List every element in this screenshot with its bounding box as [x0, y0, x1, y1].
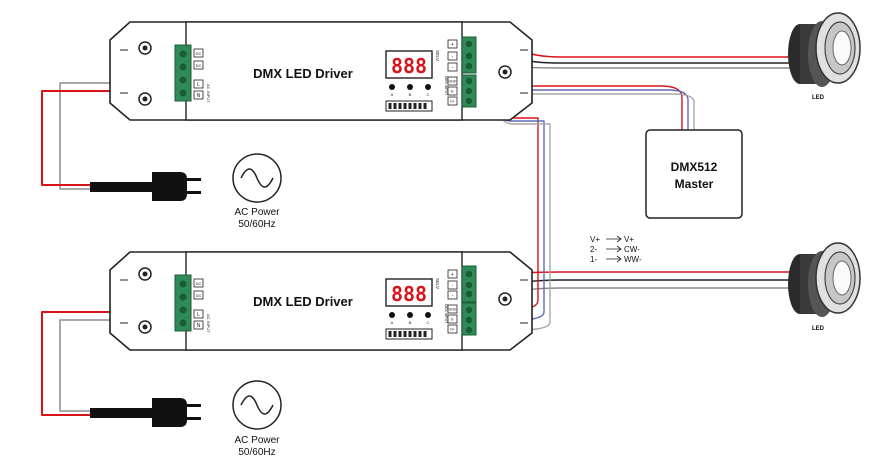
- button-a[interactable]: A: [389, 312, 395, 325]
- ac-power-label: AC Power: [234, 207, 280, 218]
- mapping-to: V+: [624, 235, 634, 244]
- power-plug-icon: [90, 172, 201, 201]
- ac-l-label: L: [197, 82, 200, 88]
- display-digits: 888: [391, 54, 427, 78]
- ac-input-label: AC INPUT: [206, 314, 211, 333]
- led-lamp-2: LED: [788, 242, 861, 332]
- button-c[interactable]: C: [425, 312, 431, 325]
- dc-label: DC: [196, 293, 202, 298]
- master-subtitle: Master: [675, 177, 714, 191]
- svg-text:A: A: [391, 320, 394, 325]
- output-minus-label: -: [452, 283, 454, 289]
- seven-segment-display: [385, 50, 433, 79]
- mapping-to: CW-: [624, 245, 640, 254]
- mount-slot: [120, 49, 528, 94]
- mount-hole-icon: [138, 92, 152, 106]
- svg-text:B: B: [409, 92, 412, 97]
- dc-label: DC: [196, 51, 202, 56]
- dmx-input-label: DMX INPUT: [444, 76, 448, 96]
- button-c[interactable]: C: [425, 84, 431, 97]
- svg-text:C: C: [427, 92, 430, 97]
- seven-segment-display: [385, 278, 433, 307]
- mount-hole-icon: [498, 65, 512, 79]
- mapping-to: WW-: [624, 255, 642, 264]
- svg-text:C: C: [427, 320, 430, 325]
- dc-label: DC: [196, 281, 202, 286]
- ac-source-1: AC Power 50/60Hz: [232, 153, 282, 230]
- output-minus-label: -: [452, 293, 454, 299]
- svg-text:B: B: [409, 320, 412, 325]
- ac-power-label: AC Power: [234, 435, 280, 446]
- led-label: LED: [812, 326, 825, 332]
- dmx512-master: DMX512 Master: [645, 129, 743, 219]
- led-lamp-icon: [788, 242, 861, 317]
- led-lamp-icon: [788, 12, 861, 87]
- output-minus-label: -: [452, 65, 454, 71]
- ac-wire-red-1: [41, 90, 176, 186]
- selv-label: SELV: [435, 278, 440, 289]
- dmx-dminus-label: D-: [451, 318, 456, 322]
- ac-n-label: N: [197, 93, 201, 99]
- dip-switch[interactable]: [385, 100, 433, 112]
- led-label: LED: [812, 95, 825, 101]
- ac-terminal-block[interactable]: [174, 274, 192, 332]
- svg-text:A: A: [391, 92, 394, 97]
- display-digits: 888: [391, 282, 427, 306]
- button-b[interactable]: B: [407, 312, 413, 325]
- mount-hole-icon: [138, 41, 152, 55]
- selv-label: SELV: [435, 50, 440, 61]
- driver-title: DMX LED Driver: [253, 294, 353, 309]
- mount-hole-icon: [498, 292, 512, 306]
- output-plus-label: +: [451, 272, 454, 278]
- dmx-gnd-label: GND: [449, 308, 457, 312]
- button-a[interactable]: A: [389, 84, 395, 97]
- mount-hole-icon: [138, 267, 152, 281]
- mount-hole-icon: [138, 320, 152, 334]
- mapping-from: 2-: [590, 245, 597, 254]
- dmx-driver-2: DC DC L N AC INPUT DMX LED Driver 888 SE…: [109, 251, 533, 351]
- dip-switch[interactable]: [385, 328, 433, 340]
- output-plus-label: +: [451, 42, 454, 48]
- ac-n-label: N: [197, 323, 201, 329]
- master-title: DMX512: [671, 160, 718, 174]
- dmx-dplus-label: D+: [450, 100, 455, 104]
- ac-frequency-label: 50/60Hz: [238, 219, 275, 230]
- ac-sine-icon: [232, 380, 282, 430]
- driver-title: DMX LED Driver: [253, 66, 353, 81]
- dmx-gnd-label: GND: [449, 80, 457, 84]
- ac-wire-red-2: [41, 311, 176, 416]
- mapping-from: 1-: [590, 255, 597, 264]
- button-b[interactable]: B: [407, 84, 413, 97]
- ac-input-label: AC INPUT: [206, 84, 211, 103]
- ac-terminal-block[interactable]: [174, 44, 192, 102]
- mapping-from: V+: [590, 235, 600, 244]
- dmx-driver-1: DC DC L N AC INPUT DMX LED Driver 888 SE…: [109, 21, 533, 121]
- mount-slot: [120, 279, 528, 324]
- dc-label: DC: [196, 63, 202, 68]
- ac-l-label: L: [197, 312, 200, 318]
- dmx-dminus-label: D-: [451, 90, 456, 94]
- ac-sine-icon: [232, 153, 282, 203]
- ac-frequency-label: 50/60Hz: [238, 447, 275, 458]
- ac-source-2: AC Power 50/60Hz: [232, 380, 282, 458]
- power-plug-icon: [90, 398, 201, 427]
- led-lamp-1: LED: [788, 12, 861, 101]
- wire-mapping-legend: V+ V+ 2- CW- 1- WW-: [590, 235, 642, 264]
- dmx-dplus-label: D+: [450, 328, 455, 332]
- dmx-input-label: DMX INPUT: [444, 304, 448, 324]
- output-minus-label: -: [452, 54, 454, 60]
